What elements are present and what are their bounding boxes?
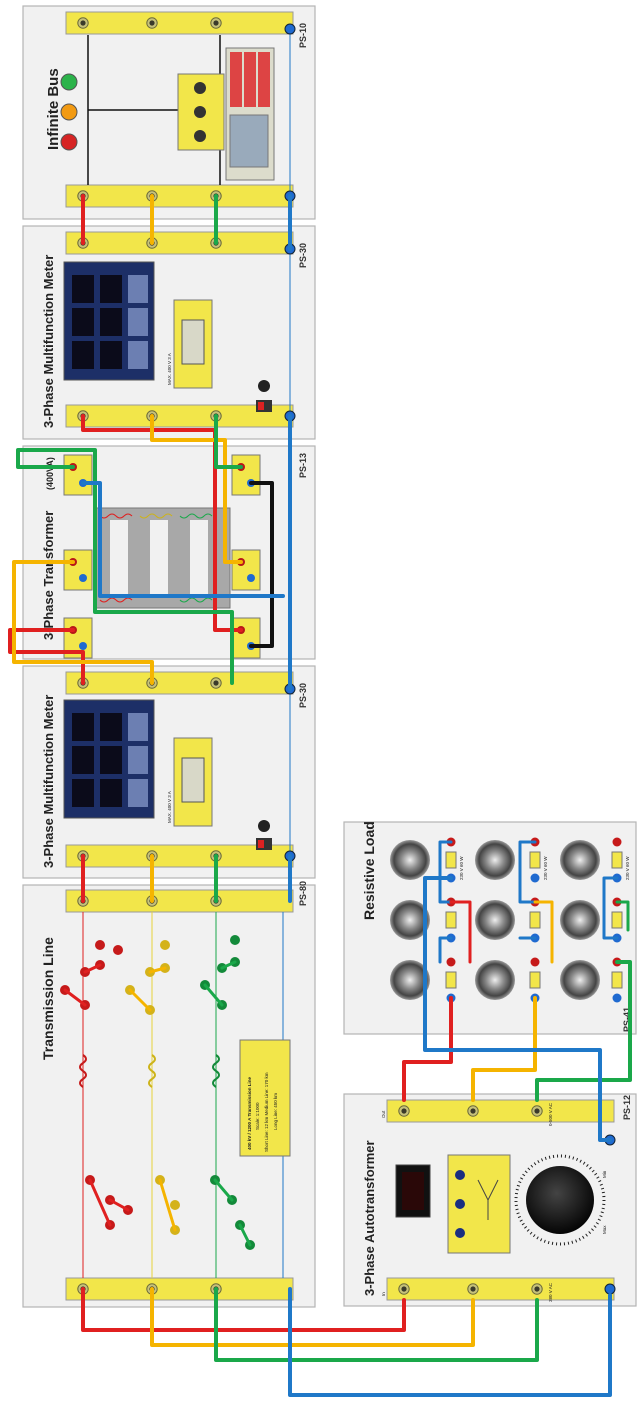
svg-text:Out: Out — [381, 1110, 386, 1118]
svg-text:Max: Max — [602, 1225, 607, 1234]
red-indicator-lamp — [60, 133, 78, 151]
red-cable[interactable] — [81, 1287, 406, 1332]
patch-cables — [8, 194, 632, 1397]
lamp-grid — [390, 840, 600, 1000]
terminal-in-r[interactable] — [398, 1283, 410, 1295]
resistive-load-code: PS-41 — [622, 1007, 632, 1032]
svg-text:MAX. 400 V 3 A: MAX. 400 V 3 A — [167, 791, 172, 823]
yellow-cable[interactable] — [471, 996, 537, 1102]
dial-scale — [514, 1154, 606, 1246]
green-indicator-lamp — [60, 73, 78, 91]
meter-top-code: PS-30 — [298, 243, 308, 268]
infinite-bus-title: Infinite Bus — [45, 68, 62, 150]
fuse-holder — [258, 820, 270, 832]
terminal-in-t[interactable] — [531, 1283, 543, 1295]
voltage-adjust-knob[interactable] — [526, 1166, 594, 1234]
svg-text:400 kV / 1200 A Transmission L: 400 kV / 1200 A Transmission Line — [247, 1077, 252, 1150]
blue-cable[interactable] — [81, 481, 285, 598]
multifunction-meter-panel-bottom: 3-Phase Multifunction Meter MAX. 400 V 3… — [22, 665, 316, 879]
transformer-code: PS-13 — [298, 453, 308, 478]
transmission-line-info-box — [239, 1039, 291, 1157]
green-cable[interactable] — [214, 1287, 539, 1362]
svg-text:Scale: 1:1000: Scale: 1:1000 — [255, 1102, 260, 1130]
green-cable[interactable] — [214, 414, 243, 469]
svg-text:Long Line: 450 km: Long Line: 450 km — [273, 1093, 278, 1130]
meter-top-title: 3-Phase Multifunction Meter — [41, 255, 56, 428]
terminal-w[interactable] — [210, 17, 222, 29]
terminal-n[interactable] — [604, 1283, 616, 1295]
svg-text:Min: Min — [602, 1170, 607, 1178]
infinite-bus-top-strip — [65, 11, 294, 35]
terminal-out-v[interactable] — [467, 1105, 479, 1117]
orange-indicator-lamp — [60, 103, 78, 121]
meter-bottom-title: 3-Phase Multifunction Meter — [41, 695, 56, 868]
svg-text:In: In — [381, 1292, 386, 1296]
green-cable[interactable] — [16, 448, 234, 685]
red-cable[interactable] — [402, 996, 453, 1102]
yellow-cable[interactable] — [150, 414, 243, 564]
lamp-switches[interactable] — [445, 837, 623, 1003]
transmission-line-code: PS-80 — [298, 881, 308, 906]
terminal-n[interactable] — [284, 23, 296, 35]
terminal-out-u[interactable] — [398, 1105, 410, 1117]
autotransformer-code: PS-12 — [622, 1095, 632, 1120]
resistive-load-panel: Resistive Load 230 V 60 W 230 V 60 W 230… — [343, 821, 637, 1035]
blue-cable[interactable] — [423, 876, 612, 1142]
autotransformer-panel: 3-Phase Autotransformer Out In 0-500 V A… — [343, 1093, 637, 1307]
autotransformer-title: 3-Phase Autotransformer — [362, 1140, 377, 1296]
terminal-v[interactable] — [146, 17, 158, 29]
green-cable[interactable] — [535, 960, 632, 1102]
yellow-cable[interactable] — [12, 560, 154, 685]
svg-text:230 V 60 W: 230 V 60 W — [543, 856, 548, 880]
infinite-bus-panel: Infinite Bus PS-10 — [22, 5, 316, 220]
svg-text:0-500 V AC: 0-500 V AC — [548, 1102, 553, 1126]
svg-text:380 V AC: 380 V AC — [548, 1282, 553, 1302]
fuse-holder — [258, 380, 270, 392]
transformer-title: 3-Phase Transformer — [41, 511, 56, 640]
svg-text:MAX. 400 V 3 A: MAX. 400 V 3 A — [167, 353, 172, 385]
multifunction-meter-panel-top: 3-Phase Multifunction Meter MAX. 400 V 3… — [22, 225, 316, 440]
terminal-out-w[interactable] — [531, 1105, 543, 1117]
transmission-line-title: Transmission Line — [40, 937, 56, 1060]
transformer-title-suffix: (400VA) — [45, 457, 55, 490]
resistive-load-title: Resistive Load — [361, 821, 377, 920]
terminal-w[interactable] — [210, 677, 222, 689]
black-cable[interactable] — [249, 481, 274, 648]
svg-text:230 V 60 W: 230 V 60 W — [625, 856, 630, 880]
meter-bottom-code: PS-30 — [298, 683, 308, 708]
svg-text:Short Line: 12 km Medium Line: Short Line: 12 km Medium Line: 170 km — [264, 1072, 269, 1152]
terminal-in-s[interactable] — [467, 1283, 479, 1295]
transmission-line-panel: Transmission Line — [22, 881, 316, 1308]
terminal-u[interactable] — [77, 17, 89, 29]
infinite-bus-code: PS-10 — [298, 23, 308, 48]
blue-cable[interactable] — [288, 1287, 612, 1397]
infinite-bus-bottom-strip — [65, 184, 294, 208]
yellow-cable[interactable] — [150, 1287, 475, 1347]
svg-text:230 V 60 W: 230 V 60 W — [459, 856, 464, 880]
